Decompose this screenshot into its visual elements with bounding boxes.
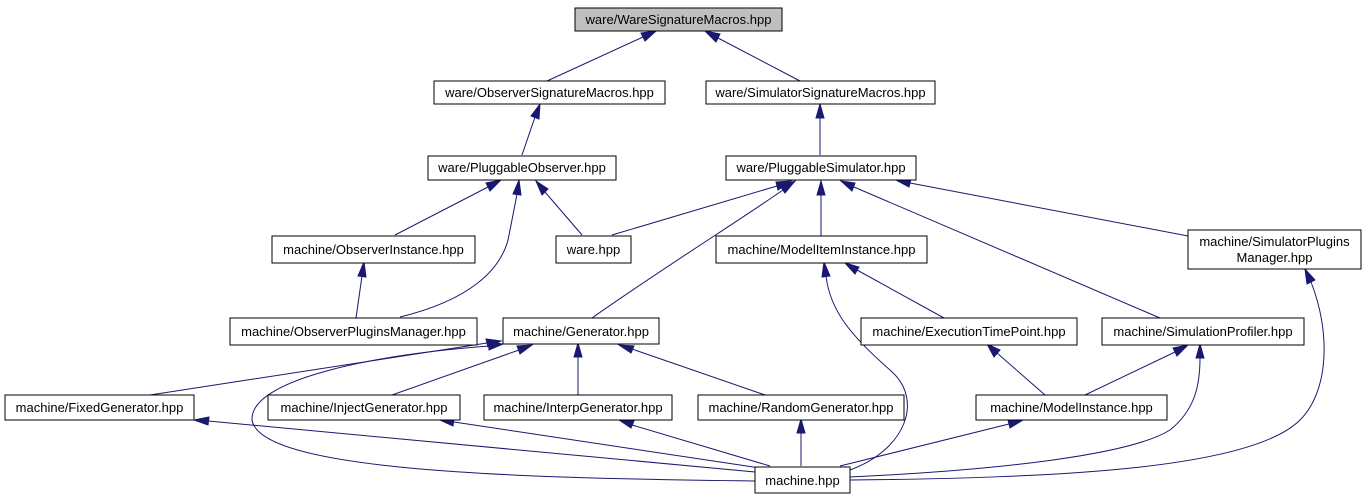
- arrowhead-icon: [485, 179, 503, 192]
- node-label: ware/ObserverSignatureMacros.hpp: [444, 85, 654, 100]
- arrowhead-icon: [516, 344, 534, 355]
- edge-simulator-sig-to-root: [703, 30, 801, 82]
- arrowhead-icon: [843, 262, 860, 275]
- arrowhead-icon: [617, 419, 635, 429]
- node-label: machine/Generator.hpp: [513, 324, 649, 339]
- edge-pluggable-observer-to-observer-sig: [521, 102, 541, 156]
- edge-interp-generator-to-generator: [573, 341, 583, 395]
- arrowhead-icon: [815, 102, 825, 119]
- edge-observer-sig-to-root: [546, 30, 658, 82]
- arrowhead-icon: [534, 179, 549, 196]
- edge-machine-to-random-generator: [796, 417, 806, 466]
- node-model-item-instance[interactable]: machine/ModelItemInstance.hpp: [715, 235, 928, 264]
- edge-model-item-instance-to-pluggable-simulator: [816, 179, 826, 236]
- arrowhead-icon: [839, 180, 856, 192]
- node-simulator-plugins-manager[interactable]: machine/SimulatorPlugins Manager.hpp: [1187, 229, 1362, 270]
- edge-ware-to-pluggable-observer: [534, 179, 583, 236]
- arrowhead-icon: [779, 179, 797, 194]
- arrowhead-icon: [1172, 344, 1190, 357]
- edge-model-instance-to-simulation-profiler: [1084, 344, 1190, 396]
- edge-machine-to-generator: [251, 341, 756, 482]
- node-label: ware/WareSignatureMacros.hpp: [585, 12, 772, 27]
- arrowhead-icon: [617, 344, 635, 354]
- node-label: machine/InterpGenerator.hpp: [493, 400, 662, 415]
- edge-machine-to-simulator-plugins-manager: [849, 267, 1325, 481]
- node-label: machine/ModelItemInstance.hpp: [728, 242, 916, 257]
- node-machine[interactable]: machine.hpp: [754, 466, 851, 494]
- arrowhead-icon: [573, 341, 583, 358]
- edge-machine-to-model-instance: [839, 419, 1025, 467]
- node-label: ware.hpp: [566, 242, 620, 257]
- arrowhead-icon: [1007, 419, 1025, 429]
- node-label: machine.hpp: [765, 473, 839, 488]
- node-label: machine/ObserverInstance.hpp: [283, 242, 464, 257]
- arrowhead-icon: [796, 417, 806, 434]
- node-generator[interactable]: machine/Generator.hpp: [502, 317, 660, 345]
- edge-random-generator-to-generator: [617, 344, 766, 396]
- edge-simulator-plugins-manager-to-pluggable-simulator: [894, 178, 1189, 237]
- node-simulation-profiler[interactable]: machine/SimulationProfiler.hpp: [1101, 317, 1305, 346]
- edge-machine-to-inject-generator: [438, 417, 761, 469]
- node-label-line2: Manager.hpp: [1237, 250, 1313, 265]
- arrowhead-icon: [357, 260, 367, 278]
- edge-pluggable-simulator-to-simulator-sig: [815, 102, 825, 155]
- node-label-line1: machine/SimulatorPlugins: [1199, 234, 1350, 249]
- node-ware[interactable]: ware.hpp: [555, 235, 632, 264]
- arrowhead-icon: [703, 30, 721, 43]
- node-label: machine/SimulationProfiler.hpp: [1113, 324, 1292, 339]
- node-observer-plugins-manager[interactable]: machine/ObserverPluginsManager.hpp: [229, 317, 478, 346]
- arrowhead-icon: [530, 102, 541, 120]
- node-label: ware/SimulatorSignatureMacros.hpp: [714, 85, 925, 100]
- node-label: machine/ObserverPluginsManager.hpp: [241, 324, 466, 339]
- arrowhead-icon: [985, 342, 1001, 358]
- edge-machine-to-interp-generator: [617, 419, 771, 467]
- node-label: machine/FixedGenerator.hpp: [16, 400, 184, 415]
- edge-inject-generator-to-generator: [391, 344, 534, 396]
- node-inject-generator[interactable]: machine/InjectGenerator.hpp: [267, 394, 461, 421]
- edge-fixed-generator-to-generator: [149, 338, 503, 396]
- arrowhead-icon: [816, 179, 826, 196]
- edge-machine-to-fixed-generator: [192, 416, 756, 473]
- graph-nodes: ware/WareSignatureMacros.hpp ware/Observ…: [4, 7, 1362, 494]
- node-simulator-signature-macros[interactable]: ware/SimulatorSignatureMacros.hpp: [705, 80, 936, 105]
- node-label: machine/InjectGenerator.hpp: [281, 400, 448, 415]
- arrowhead-icon: [1195, 342, 1205, 359]
- edge-observer-instance-to-pluggable-observer: [394, 179, 503, 236]
- node-label: machine/ModelInstance.hpp: [990, 400, 1153, 415]
- node-ware-signature-macros[interactable]: ware/WareSignatureMacros.hpp: [574, 7, 783, 32]
- node-random-generator[interactable]: machine/RandomGenerator.hpp: [697, 394, 905, 421]
- node-label: ware/PluggableObserver.hpp: [437, 160, 606, 175]
- edge-machine-to-model-item-instance: [821, 260, 908, 471]
- node-fixed-generator[interactable]: machine/FixedGenerator.hpp: [4, 394, 195, 421]
- graph-edges: [149, 30, 1325, 482]
- node-pluggable-simulator[interactable]: ware/PluggableSimulator.hpp: [725, 155, 917, 181]
- edge-observer-plugins-manager-to-observer-instance: [355, 260, 367, 319]
- edge-generator-to-pluggable-simulator: [591, 179, 797, 319]
- edge-model-instance-to-execution-time-point: [985, 342, 1046, 396]
- node-label: machine/RandomGenerator.hpp: [708, 400, 893, 415]
- edge-ware-to-pluggable-simulator: [611, 180, 793, 236]
- edge-machine-to-simulation-profiler: [849, 342, 1205, 478]
- arrowhead-icon: [512, 178, 522, 196]
- node-pluggable-observer[interactable]: ware/PluggableObserver.hpp: [427, 155, 617, 181]
- node-label: machine/ExecutionTimePoint.hpp: [872, 324, 1065, 339]
- arrowhead-icon: [640, 30, 658, 42]
- node-label: ware/PluggableSimulator.hpp: [735, 160, 905, 175]
- node-observer-signature-macros[interactable]: ware/ObserverSignatureMacros.hpp: [433, 80, 666, 105]
- node-interp-generator[interactable]: machine/InterpGenerator.hpp: [483, 394, 673, 421]
- edge-observer-plugins-manager-to-pluggable-observer: [399, 178, 522, 318]
- node-execution-time-point[interactable]: machine/ExecutionTimePoint.hpp: [860, 317, 1078, 346]
- node-model-instance[interactable]: machine/ModelInstance.hpp: [975, 394, 1168, 421]
- edge-simulation-profiler-to-pluggable-simulator: [839, 180, 1161, 319]
- arrowhead-icon: [821, 260, 831, 278]
- arrowhead-icon: [192, 416, 210, 426]
- node-observer-instance[interactable]: machine/ObserverInstance.hpp: [271, 235, 476, 264]
- arrowhead-icon: [1304, 267, 1316, 285]
- arrowhead-icon: [488, 341, 505, 351]
- edge-execution-time-point-to-model-item-instance: [843, 262, 945, 319]
